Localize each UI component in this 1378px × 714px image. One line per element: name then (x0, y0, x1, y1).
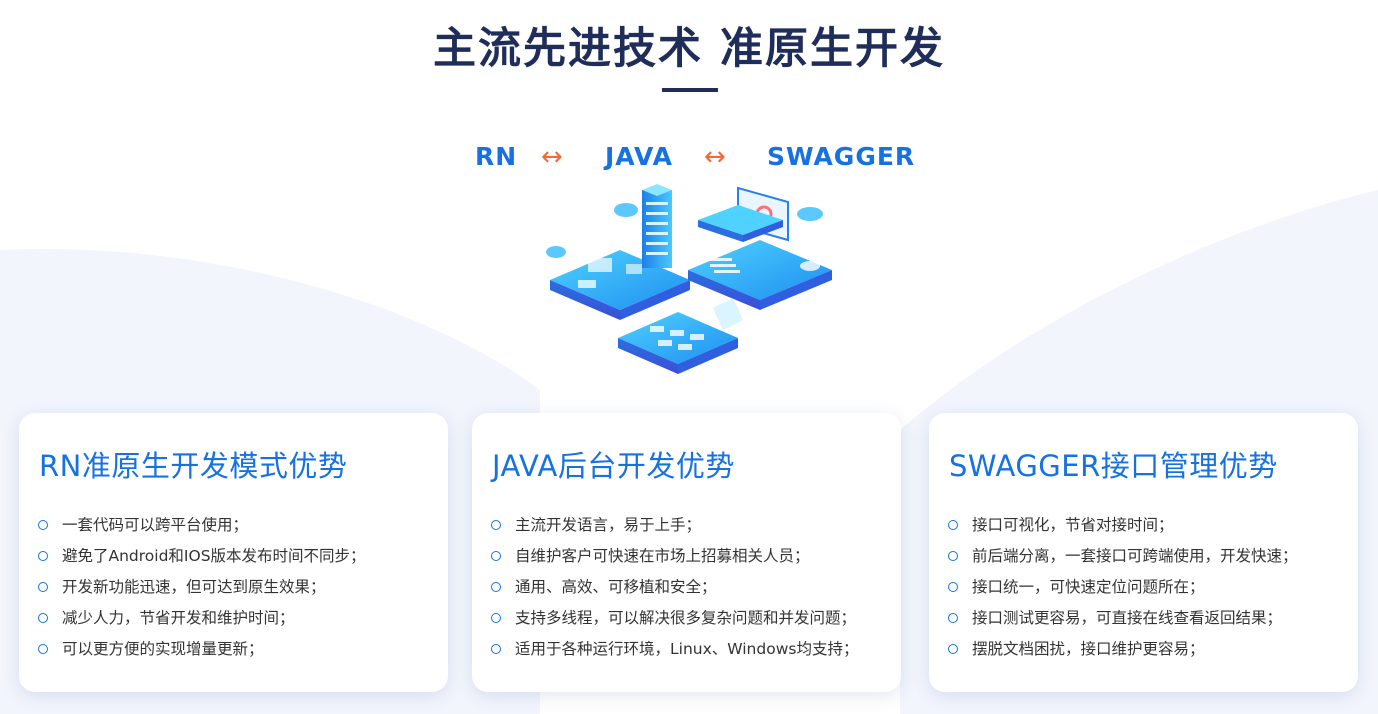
list-item-text: 支持多线程，可以解决很多复杂问题和并发问题； (515, 609, 857, 627)
bullet-circle-icon (491, 520, 501, 530)
double-arrow-icon: ↔ (541, 142, 564, 172)
list-item-text: 通用、高效、可移植和安全； (515, 578, 717, 596)
list-item-text: 摆脱文档困扰，接口维护更容易； (972, 640, 1205, 658)
bullet-circle-icon (948, 520, 958, 530)
bullet-circle-icon (948, 551, 958, 561)
list-item: 通用、高效、可移植和安全； (490, 572, 858, 603)
tech-stack-row: RN ↔ JAVA ↔ SWAGGER (0, 140, 1378, 174)
rn-advantage-card: RN准原生开发模式优势 一套代码可以跨平台使用； 避免了Android和IOS版… (19, 413, 448, 692)
swagger-advantage-card: SWAGGER接口管理优势 接口可视化，节省对接时间； 前后端分离，一套接口可跨… (929, 413, 1358, 692)
isometric-tech-illustration (546, 184, 832, 374)
tech-rn-label: RN (475, 142, 518, 171)
double-arrow-icon: ↔ (704, 142, 727, 172)
list-item: 支持多线程，可以解决很多复杂问题和并发问题； (490, 603, 858, 634)
list-item-text: 减少人力，节省开发和维护时间； (62, 609, 295, 627)
list-item-text: 接口测试更容易，可直接在线查看返回结果； (972, 609, 1283, 627)
list-item: 摆脱文档困扰，接口维护更容易； (947, 634, 1298, 665)
list-item: 开发新功能迅速，但可达到原生效果； (37, 572, 366, 603)
tech-swagger-label: SWAGGER (767, 142, 916, 171)
list-item-text: 避免了Android和IOS版本发布时间不同步； (62, 547, 366, 565)
list-item-text: 一套代码可以跨平台使用； (62, 516, 249, 534)
advantage-list: 主流开发语言，易于上手； 自维护客户可快速在市场上招募相关人员； 通用、高效、可… (490, 510, 858, 665)
title-underline (662, 88, 718, 92)
list-item: 主流开发语言，易于上手； (490, 510, 858, 541)
advantage-list: 一套代码可以跨平台使用； 避免了Android和IOS版本发布时间不同步； 开发… (37, 510, 366, 665)
list-item-text: 主流开发语言，易于上手； (515, 516, 702, 534)
list-item: 前后端分离，一套接口可跨端使用，开发快速； (947, 541, 1298, 572)
tech-java-label: JAVA (605, 142, 673, 171)
page-title: 主流先进技术 准原生开发 (433, 24, 945, 74)
card-title: SWAGGER接口管理优势 (949, 449, 1278, 483)
bullet-circle-icon (491, 551, 501, 561)
card-title: JAVA后台开发优势 (492, 449, 735, 483)
list-item-text: 自维护客户可快速在市场上招募相关人员； (515, 547, 810, 565)
list-item-text: 开发新功能迅速，但可达到原生效果； (62, 578, 326, 596)
list-item-text: 接口可视化，节省对接时间； (972, 516, 1174, 534)
list-item: 适用于各种运行环境，Linux、Windows均支持； (490, 634, 858, 665)
bullet-circle-icon (948, 582, 958, 592)
java-advantage-card: JAVA后台开发优势 主流开发语言，易于上手； 自维护客户可快速在市场上招募相关… (472, 413, 901, 692)
bullet-circle-icon (38, 520, 48, 530)
list-item-text: 接口统一，可快速定位问题所在； (972, 578, 1205, 596)
list-item: 自维护客户可快速在市场上招募相关人员； (490, 541, 858, 572)
list-item: 避免了Android和IOS版本发布时间不同步； (37, 541, 366, 572)
list-item: 接口统一，可快速定位问题所在； (947, 572, 1298, 603)
list-item: 接口可视化，节省对接时间； (947, 510, 1298, 541)
list-item-text: 可以更方便的实现增量更新； (62, 640, 264, 658)
list-item-text: 适用于各种运行环境，Linux、Windows均支持； (515, 640, 859, 658)
list-item: 可以更方便的实现增量更新； (37, 634, 366, 665)
card-title: RN准原生开发模式优势 (39, 449, 348, 483)
bullet-circle-icon (491, 582, 501, 592)
bullet-circle-icon (948, 613, 958, 623)
bullet-circle-icon (38, 613, 48, 623)
list-item: 接口测试更容易，可直接在线查看返回结果； (947, 603, 1298, 634)
list-item: 一套代码可以跨平台使用； (37, 510, 366, 541)
bullet-circle-icon (948, 644, 958, 654)
bullet-circle-icon (38, 582, 48, 592)
bullet-circle-icon (491, 644, 501, 654)
advantage-list: 接口可视化，节省对接时间； 前后端分离，一套接口可跨端使用，开发快速； 接口统一… (947, 510, 1298, 665)
bullet-circle-icon (491, 613, 501, 623)
bullet-circle-icon (38, 551, 48, 561)
list-item-text: 前后端分离，一套接口可跨端使用，开发快速； (972, 547, 1298, 565)
list-item: 减少人力，节省开发和维护时间； (37, 603, 366, 634)
bullet-circle-icon (38, 644, 48, 654)
